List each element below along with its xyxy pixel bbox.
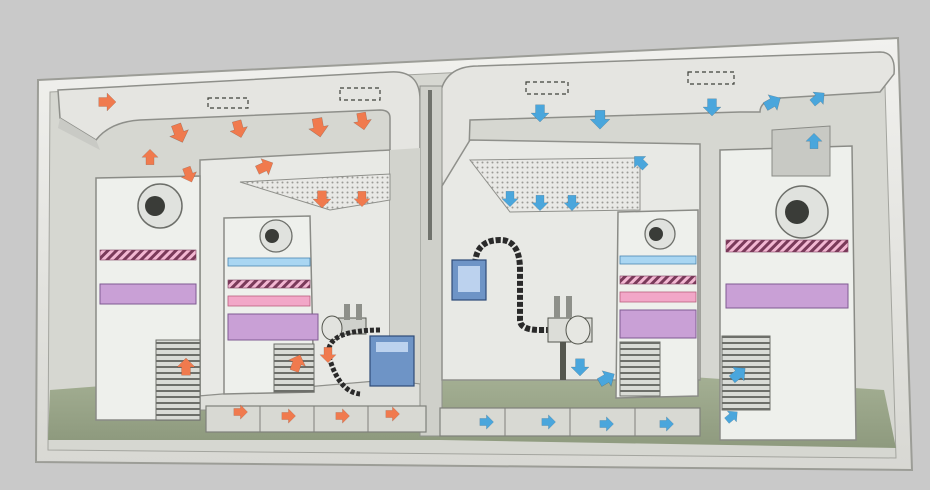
- cool-airflow-arrow-5: [809, 91, 825, 107]
- warm-airflow-arrow-10: [353, 191, 371, 208]
- warm-airflow-arrow-5: [353, 111, 372, 131]
- ceiling-vents: [207, 71, 735, 109]
- cool-airflow-arrow-18: [659, 416, 674, 432]
- cool-airflow-arrow-14: [724, 410, 738, 424]
- warm-airflow-arrows: [98, 92, 400, 424]
- warm-airflow-arrow-7: [180, 165, 197, 183]
- warm-airflow-arrow-4: [308, 117, 329, 138]
- ceiling-duct-right: [439, 51, 895, 187]
- ceiling-duct-left: [57, 71, 421, 177]
- warm-airflow-arrow-2: [169, 122, 189, 143]
- cool-airflow-arrow-12: [596, 370, 615, 387]
- warm-airflow-arrow-16: [335, 408, 350, 424]
- right-inner-unit: [615, 209, 699, 399]
- center-partition: [419, 85, 443, 437]
- cool-airflow-arrow-9: [634, 156, 649, 171]
- cool-airflow-arrow-3: [702, 98, 722, 117]
- cool-airflow-arrow-8: [563, 195, 581, 212]
- warm-airflow-arrow-8: [255, 158, 274, 176]
- warm-airflow-arrow-14: [233, 404, 248, 420]
- right-equipment-blower: [451, 236, 593, 380]
- warm-airflow-arrow-9: [312, 190, 332, 209]
- cool-airflow-arrow-7: [531, 195, 549, 212]
- cool-airflow-arrow-4: [762, 94, 781, 111]
- warm-airflow-arrow-1: [98, 92, 117, 112]
- warm-airflow-arrow-13: [319, 347, 337, 364]
- cool-airflow-arrow-1: [530, 104, 550, 123]
- cool-airflow-arrow-17: [599, 416, 614, 432]
- cool-airflow-arrow-10: [805, 132, 823, 149]
- cool-airflow-arrow-6: [501, 191, 519, 208]
- warm-airflow-arrow-3: [229, 119, 248, 138]
- warm-airflow-arrow-6: [141, 148, 159, 165]
- cool-airflow-arrows: [479, 91, 825, 432]
- right-air-handler: [719, 125, 857, 441]
- warm-airflow-arrow-12: [287, 354, 306, 373]
- cool-airflow-arrow-13: [728, 366, 746, 384]
- cool-airflow-arrow-2: [589, 109, 611, 130]
- cool-airflow-arrow-16: [541, 414, 556, 430]
- cool-airflow-arrow-15: [479, 414, 494, 430]
- warm-airflow-arrow-17: [385, 406, 400, 422]
- cool-airflow-arrow-11: [570, 358, 590, 377]
- left-air-handler: [95, 175, 201, 421]
- left-inner-unit: [223, 215, 319, 395]
- warm-airflow-arrow-15: [281, 408, 296, 424]
- warm-airflow-arrow-11: [176, 357, 196, 376]
